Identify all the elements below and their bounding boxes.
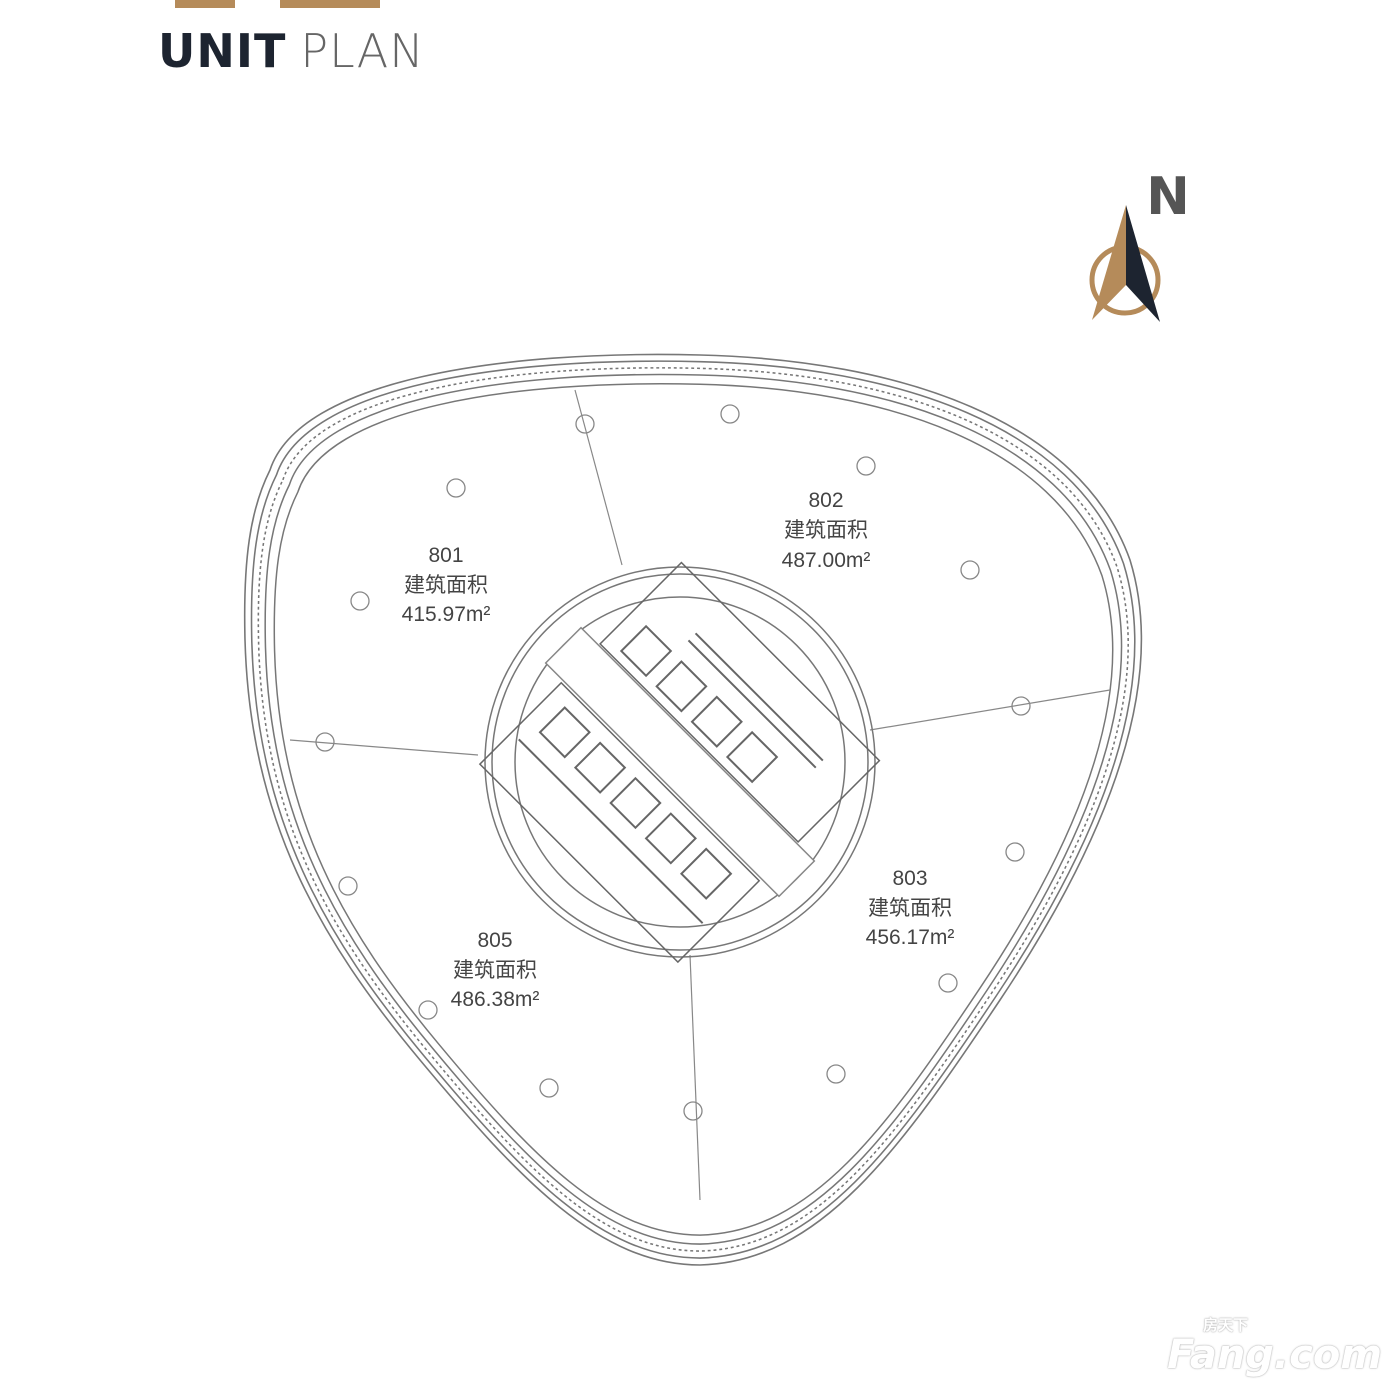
watermark-chinese: 房天下 [1203,1316,1249,1334]
unit-number: 801 [428,544,463,567]
title-bold: UNIT [158,24,287,78]
unit-number: 802 [808,489,843,512]
unit-area-label: 建筑面积 [868,897,952,920]
unit-area: 486.38m² [451,988,540,1011]
unit-number: 805 [477,929,512,952]
unit-802: 802 建筑面积 487.00m² [782,489,871,572]
cropped-title-fragment [175,0,235,8]
core [478,561,881,964]
unit-number: 803 [892,867,927,890]
cropped-title-fragment [280,0,380,8]
unit-area-label: 建筑面积 [453,959,537,982]
unit-803: 803 建筑面积 456.17m² [866,867,955,949]
watermark-brand: Fang.com [1167,1332,1382,1378]
unit-area: 415.97m² [402,603,491,626]
unit-805: 805 建筑面积 486.38m² [451,929,540,1011]
columns [315,404,1031,1121]
unit-area: 456.17m² [866,926,955,949]
north-arrow-icon: N [1089,167,1190,322]
unit-area-label: 建筑面积 [784,519,868,542]
unit-dividers [289,389,1111,1201]
title-light: PLAN [300,24,425,78]
north-label: N [1146,167,1190,227]
unit-801: 801 建筑面积 415.97m² [402,544,491,626]
unit-area: 487.00m² [782,549,871,572]
unit-area-label: 建筑面积 [404,574,488,597]
